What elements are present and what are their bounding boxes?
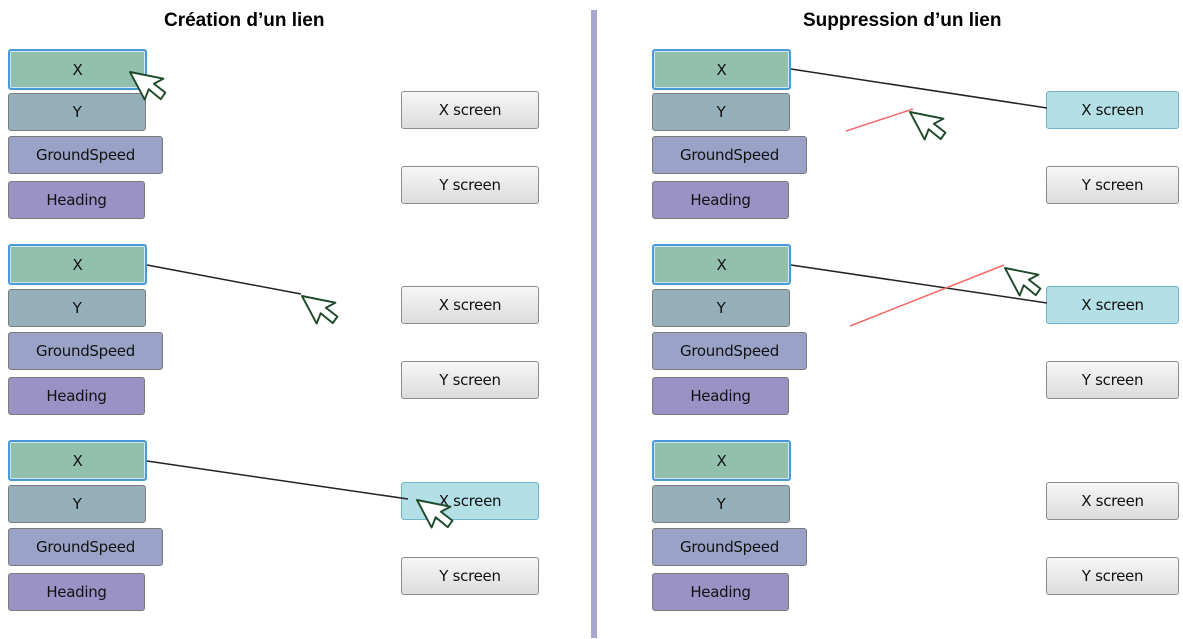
- x-screen-button[interactable]: X screen: [401, 91, 539, 129]
- x-button[interactable]: X: [652, 440, 791, 481]
- y-screen-button[interactable]: Y screen: [401, 557, 539, 595]
- y-button[interactable]: Y: [652, 93, 790, 131]
- delete-stroke: [849, 264, 1005, 327]
- link-line: [790, 68, 1048, 109]
- heading-button[interactable]: Heading: [8, 181, 145, 219]
- x-screen-button[interactable]: X screen: [1046, 286, 1179, 324]
- link-line: [146, 460, 409, 500]
- delete-stroke: [845, 108, 914, 132]
- heading-button[interactable]: Heading: [652, 377, 789, 415]
- mouse-pointer-icon: [129, 58, 173, 107]
- y-button[interactable]: Y: [652, 289, 790, 327]
- y-button[interactable]: Y: [8, 485, 146, 523]
- link-line: [790, 264, 1048, 304]
- y-screen-button[interactable]: Y screen: [401, 166, 539, 204]
- x-screen-button[interactable]: X screen: [1046, 482, 1179, 520]
- groundspeed-button[interactable]: GroundSpeed: [652, 528, 807, 566]
- y-screen-button[interactable]: Y screen: [401, 361, 539, 399]
- x-screen-button[interactable]: X screen: [401, 286, 539, 324]
- right-panel-title: Suppression d’un lien: [803, 10, 1002, 31]
- panel-divider: [591, 10, 597, 638]
- mouse-pointer-icon: [416, 486, 460, 535]
- y-screen-button[interactable]: Y screen: [1046, 361, 1179, 399]
- groundspeed-button[interactable]: GroundSpeed: [652, 136, 807, 174]
- y-screen-button[interactable]: Y screen: [1046, 166, 1179, 204]
- y-screen-button[interactable]: Y screen: [1046, 557, 1179, 595]
- x-button[interactable]: X: [8, 440, 147, 481]
- groundspeed-button[interactable]: GroundSpeed: [652, 332, 807, 370]
- heading-button[interactable]: Heading: [652, 573, 789, 611]
- mouse-pointer-icon: [1004, 254, 1048, 303]
- heading-button[interactable]: Heading: [8, 377, 145, 415]
- link-line: [146, 264, 302, 295]
- x-button[interactable]: X: [8, 49, 147, 90]
- left-panel-title: Création d’un lien: [164, 10, 325, 31]
- x-screen-button[interactable]: X screen: [1046, 91, 1179, 129]
- heading-button[interactable]: Heading: [8, 573, 145, 611]
- mouse-pointer-icon: [909, 98, 953, 147]
- mouse-pointer-icon: [301, 282, 345, 331]
- groundspeed-button[interactable]: GroundSpeed: [8, 332, 163, 370]
- x-button[interactable]: X: [652, 49, 791, 90]
- heading-button[interactable]: Heading: [652, 181, 789, 219]
- x-button[interactable]: X: [652, 244, 791, 285]
- x-button[interactable]: X: [8, 244, 147, 285]
- groundspeed-button[interactable]: GroundSpeed: [8, 528, 163, 566]
- y-button[interactable]: Y: [652, 485, 790, 523]
- y-button[interactable]: Y: [8, 289, 146, 327]
- y-button[interactable]: Y: [8, 93, 146, 131]
- groundspeed-button[interactable]: GroundSpeed: [8, 136, 163, 174]
